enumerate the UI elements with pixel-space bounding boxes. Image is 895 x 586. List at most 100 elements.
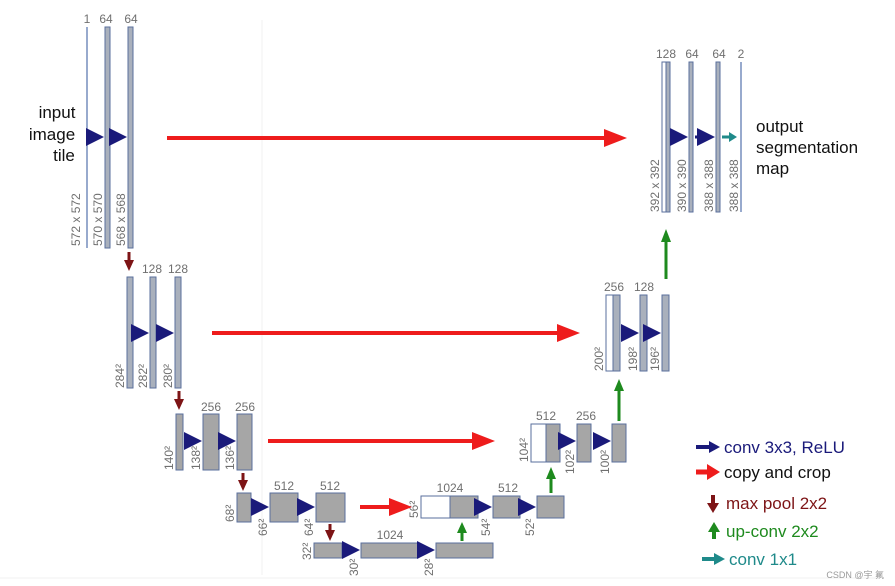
copied-feature-map: [420, 495, 451, 519]
upconv-arrows: [457, 229, 671, 541]
legend-upconv-label: up-conv 2x2: [726, 522, 819, 541]
channel-label: 128: [142, 262, 162, 276]
copy-crop-arrow-head: [604, 129, 627, 147]
size-label: 102²: [563, 450, 577, 474]
copy-crop-arrow-head: [472, 432, 495, 450]
size-label: 388 x 388: [702, 159, 716, 212]
size-label: 56²: [407, 501, 421, 518]
feature-map: [435, 542, 494, 559]
channel-label: 256: [604, 280, 624, 294]
up-conv-arrow-head: [457, 522, 467, 533]
input-label: input image tile: [29, 103, 76, 165]
feature-map: [149, 276, 157, 389]
size-label: 52²: [523, 519, 537, 536]
feature-map: [576, 423, 592, 463]
size-label: 30²: [347, 559, 361, 576]
legend-pool-label: max pool 2x2: [726, 494, 827, 513]
legend-item-pool: max pool 2x2: [707, 494, 827, 513]
feature-map: [449, 495, 479, 519]
channel-label: 1024: [377, 528, 404, 542]
size-label: 568 x 568: [114, 193, 128, 246]
encoder-level-4: 512 512 68² 66² 64²: [223, 479, 346, 536]
size-label: 28²: [422, 559, 436, 576]
up-conv-arrow-head: [661, 229, 671, 242]
max-pool-arrow-head: [124, 260, 134, 271]
channel-label: 64: [685, 47, 699, 61]
size-label: 284²: [113, 364, 127, 388]
decoder-level-3: 512 256 104² 102² 100²: [517, 409, 627, 474]
size-label: 140²: [162, 446, 176, 470]
channel-label: 64: [99, 12, 113, 26]
legend-item-conv: conv 3x3, ReLU: [696, 438, 845, 457]
feature-map: [269, 492, 299, 523]
bottleneck: 1024 32² 30² 28²: [300, 528, 494, 576]
feature-map: [536, 495, 565, 519]
channel-label: 256: [201, 400, 221, 414]
copied-feature-map: [605, 294, 614, 372]
size-label: 64²: [302, 519, 316, 536]
feature-map: [315, 492, 346, 523]
feature-map: [715, 61, 721, 213]
copy-crop-arrow-head: [389, 498, 412, 516]
channel-label: 64: [712, 47, 726, 61]
channel-label: 256: [576, 409, 596, 423]
legend-copy-label: copy and crop: [724, 463, 831, 482]
feature-map: [661, 294, 670, 372]
size-label: 136²: [223, 446, 237, 470]
feature-map: [545, 423, 561, 463]
feature-map: [126, 276, 134, 389]
size-label: 390 x 390: [675, 159, 689, 212]
channel-label: 1: [84, 12, 91, 26]
encoder-level-3: 256 256 140² 138² 136²: [162, 400, 255, 471]
encoder-level-2: 128 128 284² 282² 280²: [113, 262, 188, 389]
channel-label: 128: [656, 47, 676, 61]
size-label: 32²: [300, 543, 314, 560]
feature-map: [104, 26, 111, 249]
feature-map: [236, 413, 253, 471]
channel-label: 128: [634, 280, 654, 294]
size-label: 104²: [517, 438, 531, 462]
channel-label: 512: [536, 409, 556, 423]
feature-map: [127, 26, 134, 249]
input-label-line-1: input: [39, 103, 76, 122]
skip-connections: [167, 129, 627, 516]
channel-label: 1024: [437, 481, 464, 495]
legend-conv-label: conv 3x3, ReLU: [724, 438, 845, 457]
copied-feature-map: [661, 61, 667, 213]
up-conv-arrow-head: [614, 379, 624, 391]
encoder-level-1: 1 64 64 572 x 572 570 x 570 568 x 568: [69, 12, 138, 249]
feature-map: [174, 276, 182, 389]
size-label: 280²: [161, 364, 175, 388]
output-label-line-2: segmentation: [756, 138, 858, 157]
channel-label: 64: [124, 12, 138, 26]
max-pool-arrow-head: [325, 530, 335, 541]
decoder-level-2: 256 128 200² 198² 196²: [592, 280, 670, 372]
size-label: 572 x 572: [69, 193, 83, 246]
feature-map: [688, 61, 694, 213]
feature-map: [202, 413, 220, 471]
channel-label: 256: [235, 400, 255, 414]
legend-item-conv1x1: conv 1x1: [702, 550, 797, 569]
watermark: CSDN @宇 氟: [826, 569, 884, 580]
output-label-line-1: output: [756, 117, 804, 136]
decoder-level-4: 1024 512 56² 54² 52²: [407, 481, 565, 536]
feature-map: [175, 413, 184, 471]
channel-label: 512: [274, 479, 294, 493]
output-label: output segmentation map: [756, 117, 858, 178]
channel-label: 512: [498, 481, 518, 495]
output-label-line-3: map: [756, 159, 789, 178]
feature-map: [360, 542, 419, 559]
size-label: 138²: [189, 446, 203, 470]
size-label: 196²: [648, 347, 662, 371]
size-label: 282²: [136, 364, 150, 388]
input-label-line-3: tile: [53, 146, 75, 165]
size-label: 54²: [479, 519, 493, 536]
feature-map: [611, 423, 627, 463]
max-pool-arrow-head: [238, 480, 248, 491]
size-label: 198²: [626, 347, 640, 371]
conv1x1-arrow-head: [729, 132, 737, 142]
channel-label: 2: [738, 47, 745, 61]
feature-map: [665, 61, 671, 213]
size-label: 66²: [256, 519, 270, 536]
